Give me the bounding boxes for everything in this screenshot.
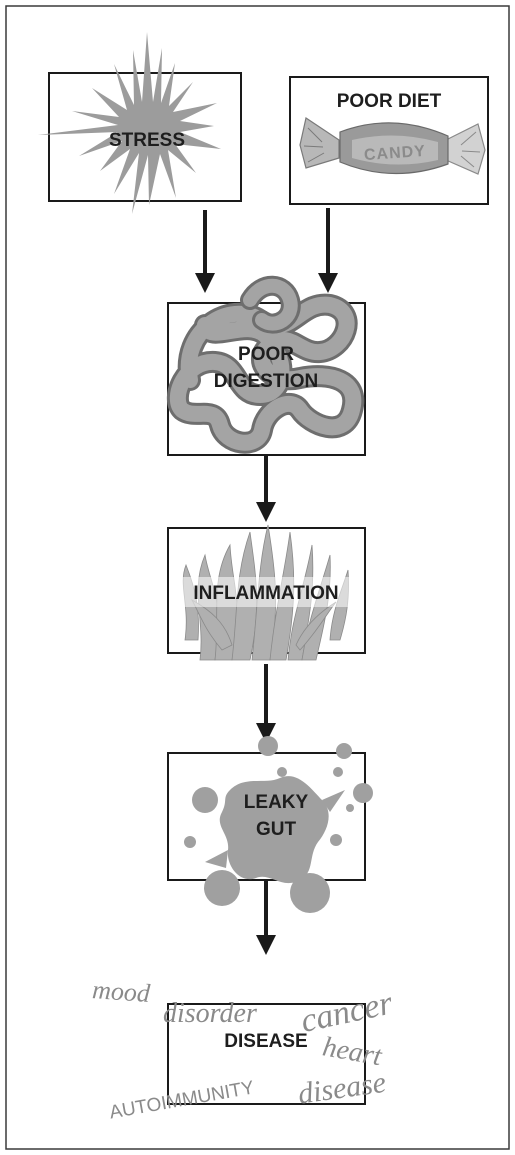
node-leaky-gut-label-line1: LEAKY	[244, 792, 309, 813]
node-leaky-gut-label-line2: GUT	[256, 819, 297, 840]
node-stress-label: STRESS	[109, 130, 185, 151]
inflammation-label-backing	[182, 577, 350, 607]
node-leaky-gut: LEAKY GUT	[167, 736, 373, 913]
node-disease-label: DISEASE	[224, 1031, 307, 1052]
node-disease-box	[167, 1003, 366, 1105]
node-poor-digestion: POOR DIGESTION	[166, 275, 366, 456]
word-disorder: disorder	[163, 998, 257, 1029]
node-poor-diet-label: POOR DIET	[337, 91, 442, 112]
starburst-icon	[38, 32, 221, 214]
candy-label: CANDY	[364, 143, 427, 164]
word-mood: mood	[91, 975, 152, 1008]
arrows	[195, 208, 338, 955]
node-poor-digestion-label-line1: POOR	[238, 344, 294, 365]
node-inflammation: INFLAMMATION	[167, 524, 366, 661]
node-disease: DISEASE	[167, 1003, 366, 1105]
tangled-intestine-icon	[166, 275, 365, 454]
node-inflammation-label: INFLAMMATION	[193, 583, 338, 604]
node-poor-digestion-label-line2: DIGESTION	[214, 371, 319, 392]
node-poor-diet: POOR DIET CANDY	[289, 76, 489, 205]
wrapped-candy-icon: CANDY	[299, 117, 486, 175]
splatter-icon	[184, 736, 373, 913]
node-stress: STRESS	[38, 32, 242, 214]
